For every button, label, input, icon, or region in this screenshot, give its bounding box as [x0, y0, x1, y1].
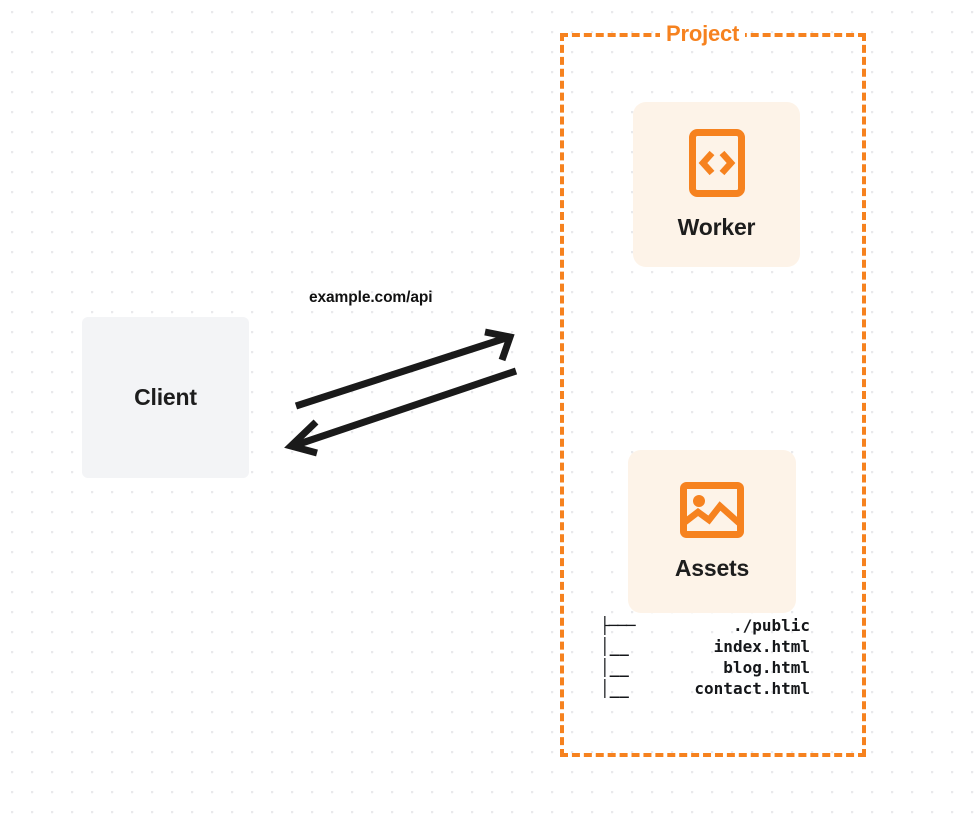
connection-arrows	[284, 328, 518, 457]
assets-node[interactable]: Assets	[628, 450, 796, 613]
file-tree-branch: ├───	[600, 616, 636, 635]
file-tree-row: ├─── ./public	[600, 615, 810, 636]
client-node[interactable]: Client	[82, 317, 249, 478]
image-picture-icon	[680, 482, 744, 538]
file-tree-name: blog.html	[723, 658, 810, 677]
file-tree-row: │__ contact.html	[600, 678, 810, 699]
request-arrow-line	[294, 334, 508, 410]
request-arrow-head	[484, 328, 515, 362]
response-arrow-head	[284, 419, 319, 457]
project-container-title: Project	[660, 21, 746, 47]
file-tree-branch: │__	[600, 679, 629, 698]
file-tree-row: │__ blog.html	[600, 657, 810, 678]
file-tree-branch: │__	[600, 637, 629, 656]
client-node-label: Client	[134, 384, 197, 410]
code-brackets-icon	[688, 129, 745, 197]
response-arrow-line	[294, 367, 518, 449]
file-tree-branch: │__	[600, 658, 629, 677]
file-tree-name: ./public	[732, 616, 810, 635]
worker-node-label: Worker	[677, 214, 756, 240]
worker-node[interactable]: Worker	[633, 102, 800, 267]
file-tree-row: │__ index.html	[600, 636, 810, 657]
assets-node-label: Assets	[674, 555, 750, 581]
assets-file-tree: ├─── ./public │__ index.html │__ blog.ht…	[600, 615, 810, 699]
connection-label: example.com/api	[309, 289, 433, 306]
file-tree-name: index.html	[713, 637, 810, 656]
file-tree-name: contact.html	[694, 679, 810, 698]
